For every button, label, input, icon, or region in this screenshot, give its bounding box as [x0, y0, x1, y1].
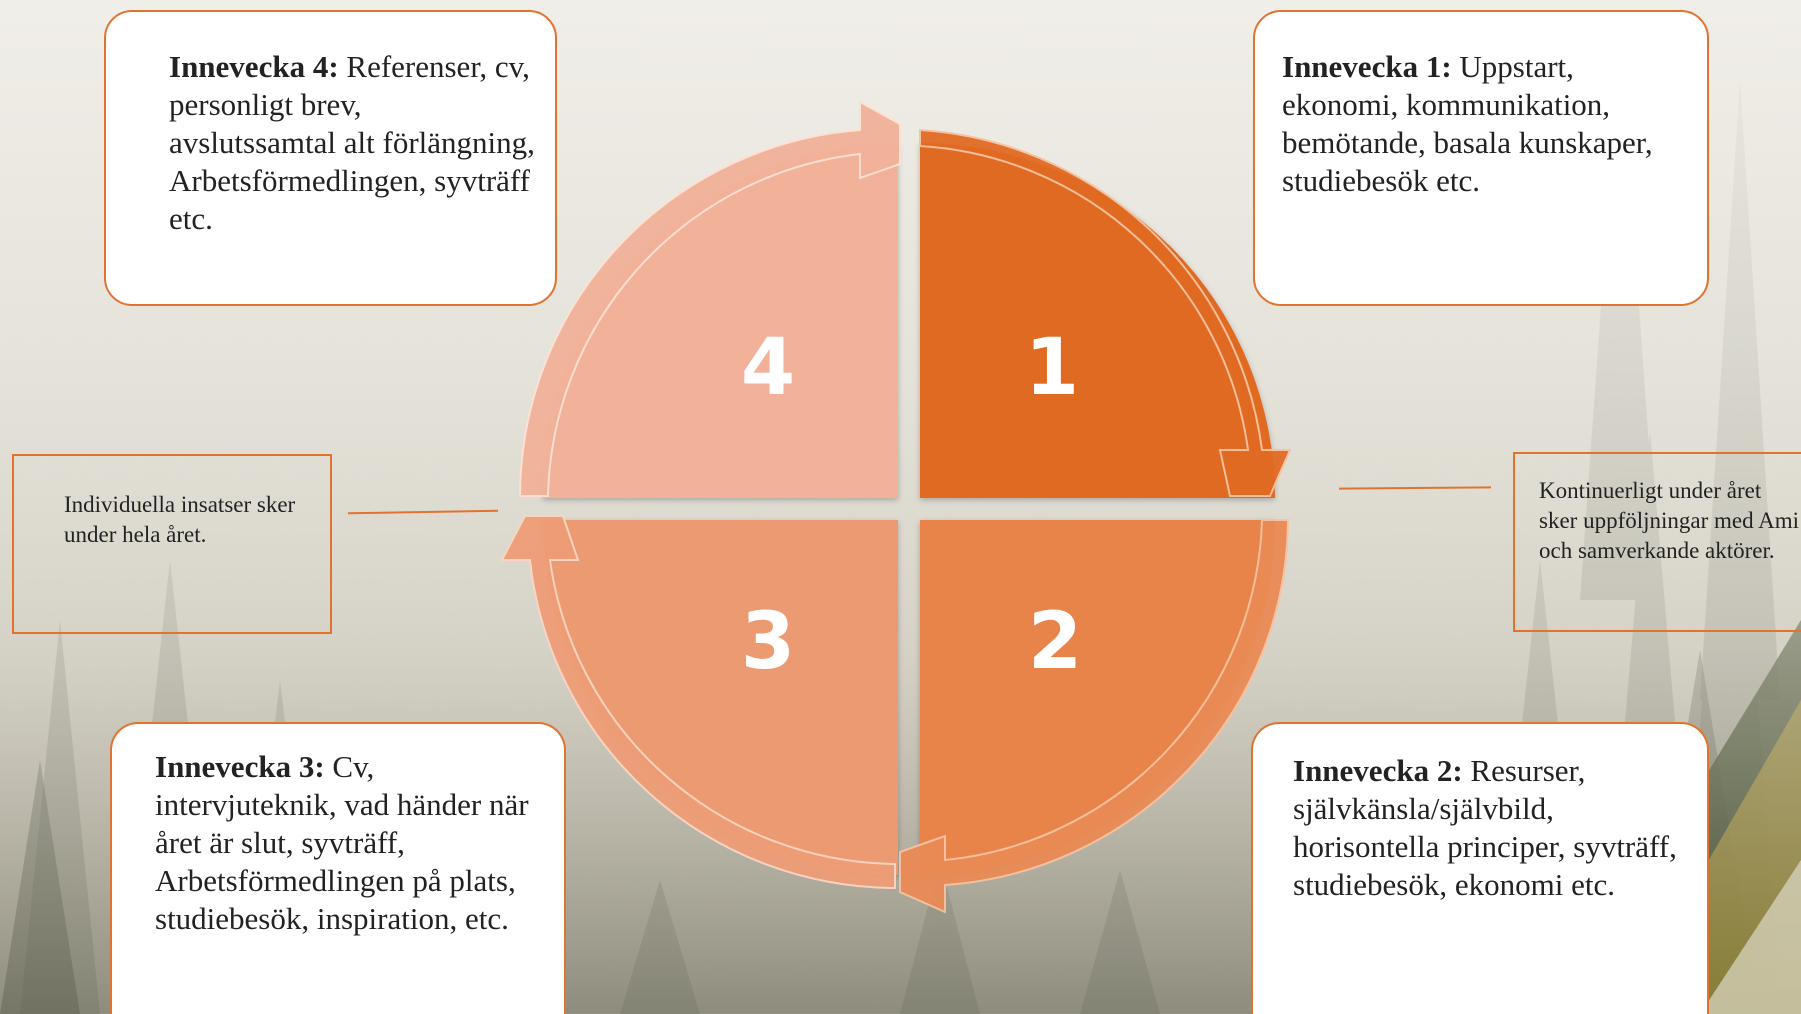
quadrant-label-3: 3: [741, 597, 795, 687]
week-4-text: Referenser, cv, personligt brev, avsluts…: [169, 49, 535, 236]
note-right-text: Kontinuerligt under året sker uppföljnin…: [1539, 478, 1799, 563]
quadrant-4: [543, 143, 898, 498]
week-1-box: Innevecka 1: Uppstart, ekonomi, kommunik…: [1253, 10, 1709, 306]
note-continuous-followup: Kontinuerligt under året sker uppföljnin…: [1513, 452, 1801, 632]
week-1-title: Innevecka 1:: [1282, 49, 1452, 84]
quadrant-3: [543, 520, 898, 875]
note-individual-efforts: Individuella insatser sker under hela år…: [12, 454, 332, 634]
week-4-title: Innevecka 4:: [169, 49, 339, 84]
quadrant-label-2: 2: [1028, 597, 1082, 687]
arrow-3: [500, 515, 896, 890]
week-3-title: Innevecka 3:: [155, 749, 325, 784]
arrow-4: [518, 100, 901, 497]
week-2-text: Resurser, självkänsla/självbild, horison…: [1293, 753, 1677, 902]
arrow-1: [919, 128, 1292, 497]
quadrant-label-1: 1: [1025, 323, 1079, 413]
quadrant-label-4: 4: [741, 323, 795, 413]
quadrant-1: [920, 143, 1275, 498]
week-2-box: Innevecka 2: Resurser, självkänsla/själv…: [1251, 722, 1709, 1014]
week-3-text: Cv, intervjuteknik, vad händer när året …: [155, 749, 529, 936]
week-1-text: Uppstart, ekonomi, kommunikation, bemöta…: [1282, 49, 1653, 198]
week-4-box: Innevecka 4: Referenser, cv, personligt …: [104, 10, 557, 306]
note-left-text: Individuella insatser sker under hela år…: [64, 492, 296, 547]
quadrant-2: [920, 520, 1275, 875]
week-3-box: Innevecka 3: Cv, intervjuteknik, vad hän…: [110, 722, 566, 1014]
arrow-2: [899, 519, 1290, 914]
week-2-title: Innevecka 2:: [1293, 753, 1463, 788]
